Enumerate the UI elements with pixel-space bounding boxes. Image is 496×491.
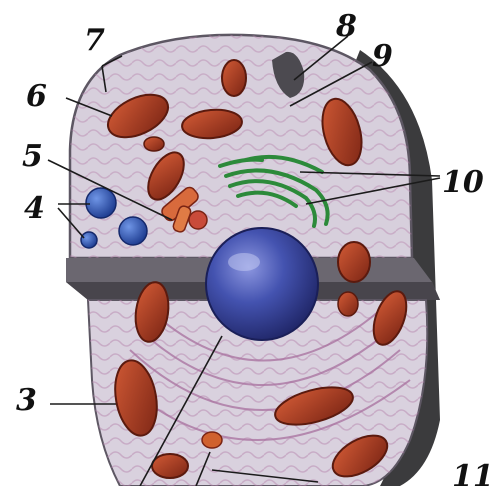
label-4: 4 bbox=[24, 191, 45, 226]
label-7: 7 bbox=[84, 23, 105, 58]
label-10: 10 bbox=[442, 165, 484, 200]
label-6: 6 bbox=[26, 79, 47, 114]
label-5: 5 bbox=[22, 139, 43, 174]
label-8: 8 bbox=[335, 9, 357, 44]
label-9: 9 bbox=[372, 39, 393, 74]
nucleus bbox=[206, 228, 318, 340]
label-11: 11 bbox=[452, 459, 494, 486]
label-3: 3 bbox=[16, 383, 37, 418]
